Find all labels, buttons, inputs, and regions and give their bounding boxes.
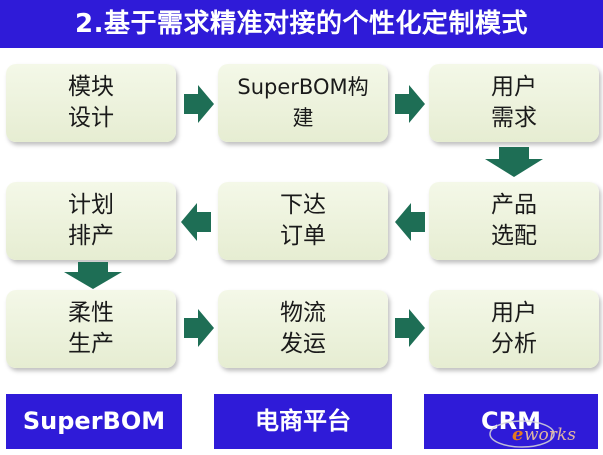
box-user-demand: 用户 需求 (429, 64, 599, 142)
right-arrow-icon (395, 85, 425, 123)
box-place-order: 下达 订单 (218, 182, 388, 260)
page-title: 2.基于需求精准对接的个性化定制模式 (0, 0, 603, 48)
box-label: 模块 设计 (68, 74, 114, 131)
down-arrow-icon (485, 147, 543, 177)
left-arrow-icon (181, 203, 211, 241)
box-label: 用户 需求 (491, 74, 537, 131)
down-arrow-icon (64, 262, 122, 289)
box-superbom-build: SuperBOM构 建 (218, 64, 388, 142)
svg-text:works: works (524, 425, 576, 445)
box-label: 产品 选配 (491, 192, 537, 249)
box-product-match: 产品 选配 (429, 182, 599, 260)
right-arrow-icon (395, 309, 425, 347)
box-label: 下达 订单 (280, 192, 326, 249)
box-label: 物流 发运 (280, 300, 326, 357)
box-label: 计划 排产 (68, 192, 114, 249)
box-flexible-production: 柔性 生产 (6, 290, 176, 368)
left-arrow-icon (395, 203, 425, 241)
box-user-analysis: 用户 分析 (429, 290, 599, 368)
box-label: 柔性 生产 (68, 300, 114, 357)
box-label: SuperBOM构 建 (237, 75, 369, 130)
e-works-logo: e works (489, 420, 576, 448)
footer-superbom: SuperBOM (6, 394, 182, 449)
box-module-design: 模块 设计 (6, 64, 176, 142)
right-arrow-icon (184, 309, 214, 347)
right-arrow-icon (184, 85, 214, 123)
box-plan-schedule: 计划 排产 (6, 182, 176, 260)
box-label: 用户 分析 (491, 300, 537, 357)
box-logistics-delivery: 物流 发运 (218, 290, 388, 368)
footer-ecommerce: 电商平台 (214, 394, 392, 449)
svg-text:e: e (512, 424, 523, 445)
